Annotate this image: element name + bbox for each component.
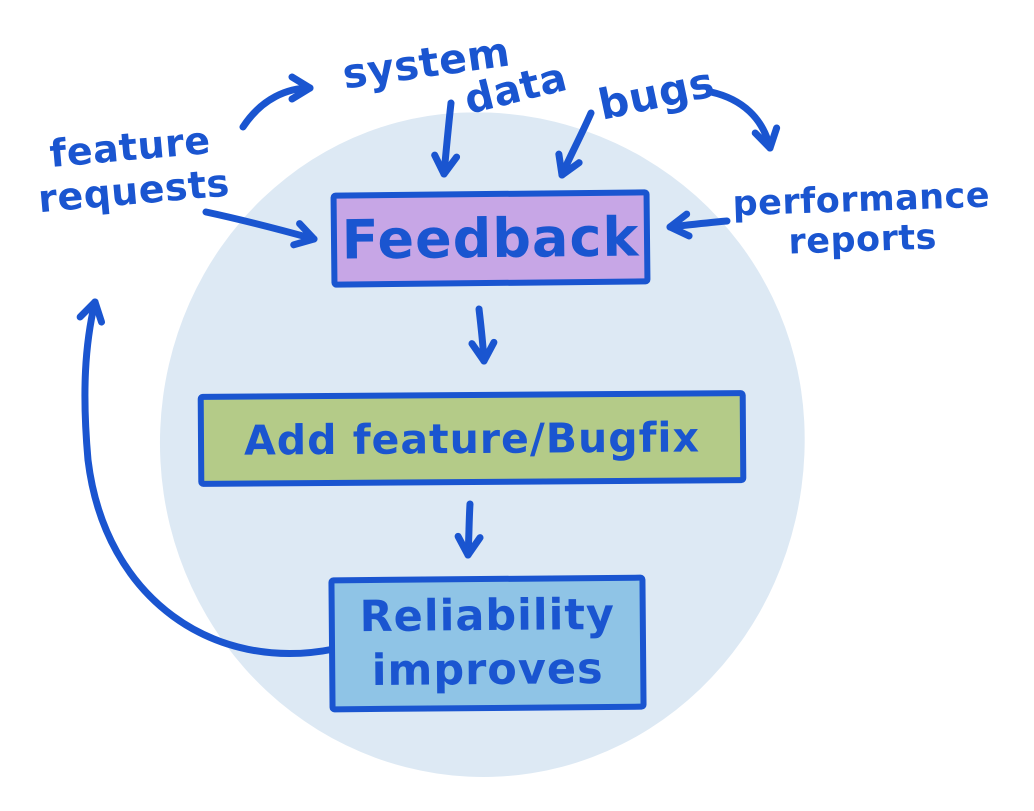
arrow-bugs-to-performance bbox=[707, 88, 781, 152]
node-add-feature-label: Add feature/Bugfix bbox=[243, 412, 701, 465]
node-reliability-label: Reliability improves bbox=[359, 589, 615, 699]
node-feedback-label: Feedback bbox=[341, 205, 640, 272]
node-reliability-line2: improves bbox=[371, 643, 604, 696]
label-performance-reports: performance reports bbox=[725, 175, 1000, 265]
arrow-feature-to-system bbox=[239, 73, 314, 131]
node-feedback: Feedback bbox=[330, 189, 651, 288]
label-bugs: bugs bbox=[594, 57, 719, 130]
node-add-feature-bugfix: Add feature/Bugfix bbox=[197, 390, 747, 487]
label-feature-requests: feature requests bbox=[19, 117, 246, 223]
node-reliability-line1: Reliability bbox=[359, 589, 616, 642]
node-reliability-improves: Reliability improves bbox=[328, 574, 647, 713]
